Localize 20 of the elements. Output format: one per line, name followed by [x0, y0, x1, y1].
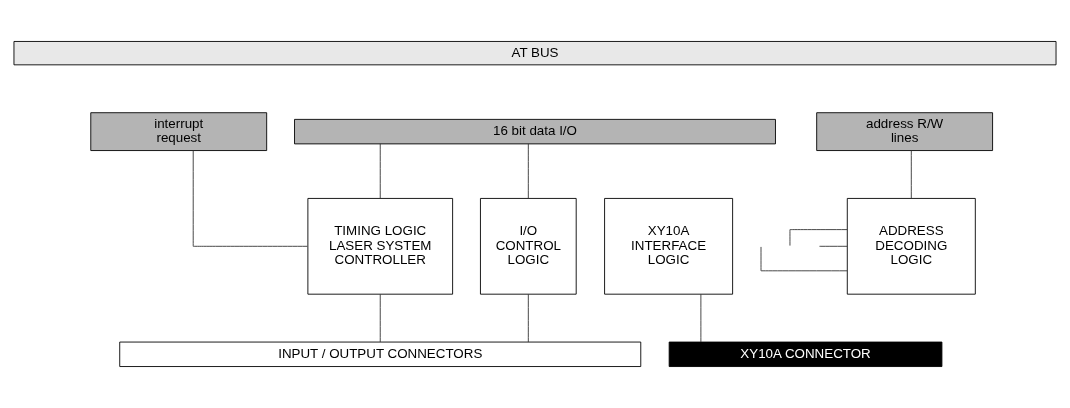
node-box: ADDRESS DECODING LOGIC: [846, 198, 976, 295]
connector: [379, 143, 381, 199]
node-box: XY10A CONNECTOR: [668, 341, 943, 367]
connector: [760, 246, 848, 272]
node-box: 16 bit data I/O: [294, 118, 776, 145]
connector: [527, 143, 529, 199]
connector: [379, 293, 381, 343]
connector: [700, 293, 702, 343]
connector: [527, 293, 529, 343]
node-box: INPUT / OUTPUT CONNECTORS: [119, 341, 642, 367]
node-box: I/O CONTROL LOGIC: [480, 198, 577, 295]
connector: [819, 245, 848, 247]
node-box: AT BUS: [13, 41, 1057, 66]
connector: [789, 229, 848, 247]
node-box: interrupt request: [90, 112, 268, 151]
connector: [192, 150, 308, 247]
node-box: TIMING LOGIC LASER SYSTEM CONTROLLER: [307, 198, 454, 295]
connector: [910, 150, 912, 199]
node-box: XY10A INTERFACE LOGIC: [604, 198, 734, 295]
node-box: address R/W lines: [816, 112, 994, 151]
